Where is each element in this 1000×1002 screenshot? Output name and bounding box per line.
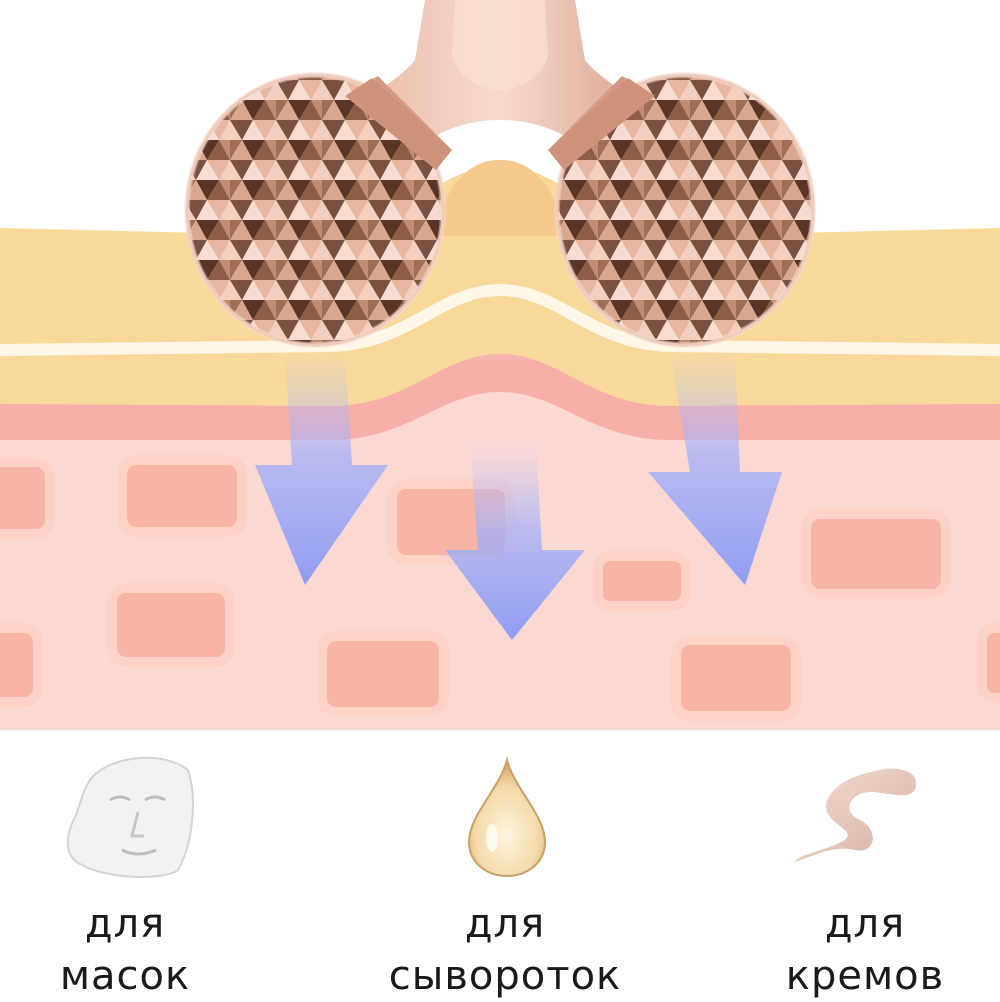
caption-creams-line1: для xyxy=(824,901,906,947)
roller-device xyxy=(184,0,816,348)
caption-serums: для сыворотoк xyxy=(375,898,635,1002)
cream-smear-icon xyxy=(795,768,917,862)
caption-masks-line1: для xyxy=(84,901,166,947)
basal-layer xyxy=(0,352,1000,440)
caption-serums-line1: для xyxy=(464,901,546,947)
caption-creams-line2: кремов xyxy=(785,953,945,999)
penetration-arrows xyxy=(255,350,782,640)
caption-masks: для масок xyxy=(0,898,255,1002)
caption-creams: для кремов xyxy=(735,898,995,1002)
arrow-center xyxy=(445,440,585,640)
arrow-right xyxy=(648,350,782,585)
skin-bump xyxy=(430,160,570,236)
caption-serums-line2: сыворотoк xyxy=(388,953,622,999)
serum-drop-icon xyxy=(467,756,547,878)
surface-highlight xyxy=(0,283,1000,356)
face-mask-icon xyxy=(66,756,194,878)
caption-masks-line2: масок xyxy=(59,953,191,999)
arrow-left xyxy=(255,350,388,585)
